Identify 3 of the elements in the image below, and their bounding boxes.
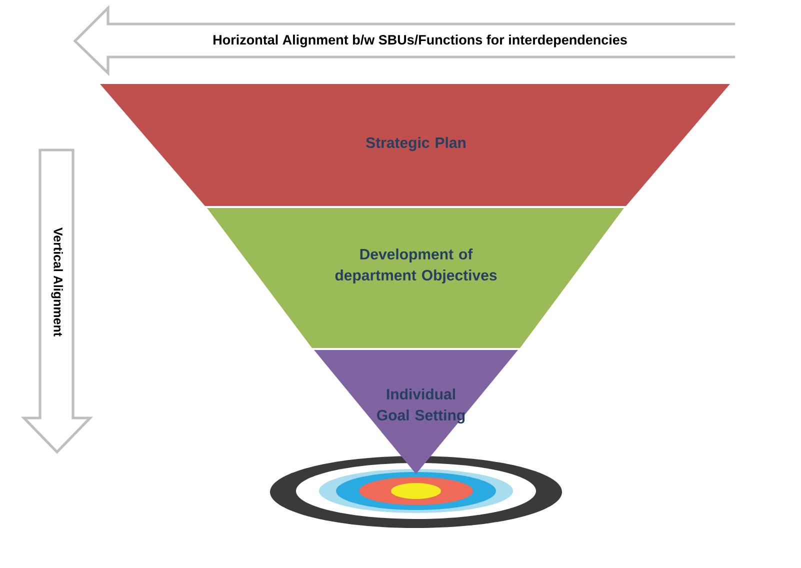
funnel-section: Development of department Objectives [207, 208, 624, 348]
funnel-section: Strategic Plan [100, 84, 730, 206]
funnel-section: Individual Goal Setting [314, 350, 518, 474]
